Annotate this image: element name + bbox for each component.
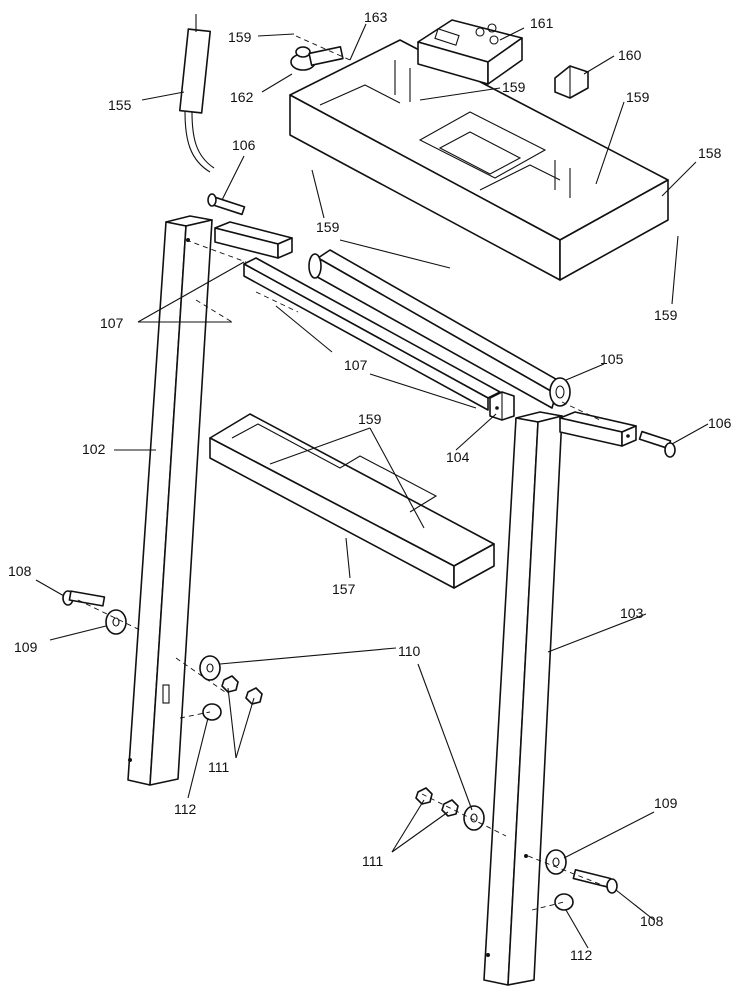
callout-104: 104 [446,449,470,465]
callout-112: 112 [174,801,197,817]
switch-part [290,46,344,71]
left-upright [127,215,213,786]
callout-160: 160 [618,47,642,63]
cap-112-right [554,893,574,911]
right-bolt-108 [572,868,618,894]
console-housing [289,39,669,281]
callout-106: 106 [708,415,732,431]
callout-158: 158 [698,145,722,161]
callout-159: 159 [502,79,526,95]
left-bolt-108 [62,590,106,607]
callout-102: 102 [82,441,106,457]
roller-105 [308,249,571,409]
tray-157 [209,413,495,589]
callout-159: 159 [228,29,252,45]
left-washer-109 [105,609,127,635]
washer-110-right [463,805,485,831]
callout-112: 112 [570,947,593,963]
bolt-106-top [207,193,246,216]
leader-lines [35,23,709,949]
nuts-111-left [221,675,263,705]
callout-108: 108 [640,913,664,929]
callout-110: 110 [398,643,421,659]
crossbar-107 [243,257,501,411]
callout-109: 109 [14,639,38,655]
right-bracket [559,411,637,447]
callout-157: 157 [332,581,356,597]
callout-161: 161 [530,15,554,31]
callout-108: 108 [8,563,32,579]
callout-111: 111 [208,759,229,775]
callout-155: 155 [108,97,132,113]
assembly-lines [77,35,611,911]
callout-162: 162 [230,89,254,105]
sensor-wire-part [178,14,215,173]
display-unit [417,19,523,85]
left-bracket [214,221,293,259]
clip-part [554,65,589,99]
right-upright [483,411,563,986]
callout-111: 111 [362,853,383,869]
callout-159: 159 [626,89,650,105]
callout-106: 106 [232,137,256,153]
callout-labels: 159 163 161 160 159 159 158 162 155 106 … [8,9,732,963]
nuts-111-right [415,787,459,817]
callout-105: 105 [600,351,624,367]
callout-163: 163 [364,9,388,25]
callout-103: 103 [620,605,644,621]
callout-159: 159 [358,411,382,427]
bracket-104 [489,391,515,421]
callout-109: 109 [654,795,678,811]
washer-110-left [199,655,221,681]
right-washer-109 [545,849,567,875]
bolt-106-right [638,430,676,458]
cap-112-left [202,703,222,721]
callout-107: 107 [100,315,124,331]
callout-107: 107 [344,357,368,373]
callout-159: 159 [654,307,678,323]
callout-159: 159 [316,219,340,235]
